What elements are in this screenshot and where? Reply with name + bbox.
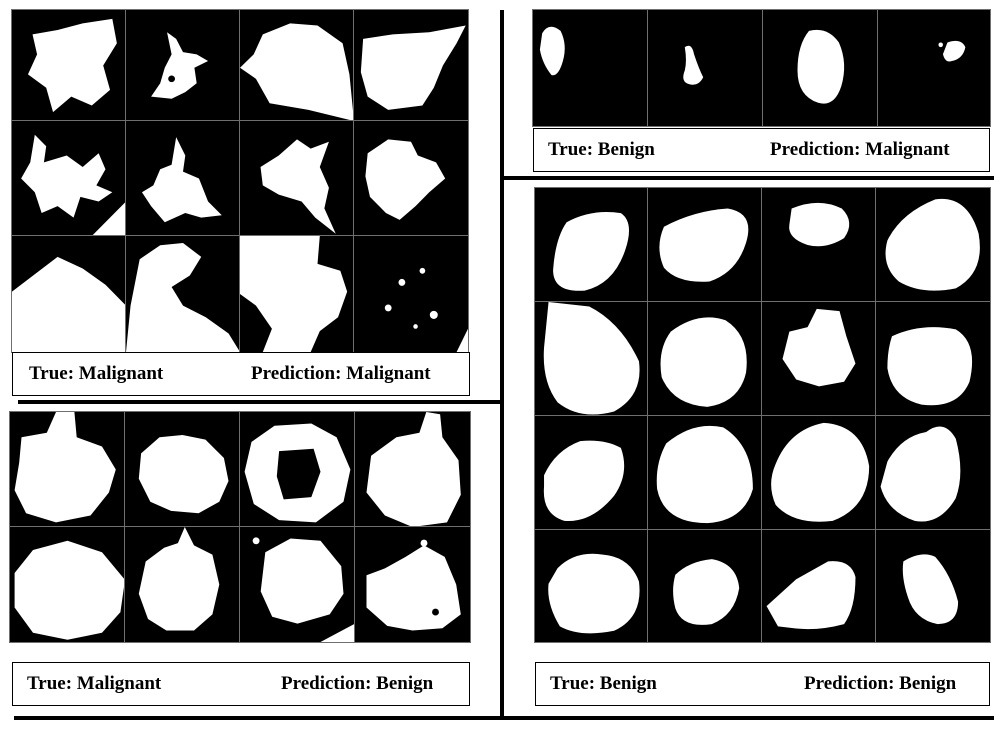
lesion-mask-tile	[534, 187, 649, 303]
lesion-mask-tile	[761, 301, 877, 417]
lesion-mask-tile	[875, 301, 991, 417]
lesion-mask-tile	[761, 415, 877, 531]
bottom-divider	[14, 716, 994, 720]
lesion-mask-tile	[11, 235, 127, 353]
lesion-mask-tile	[647, 529, 763, 643]
lesion-mask-tile	[353, 120, 469, 237]
lesion-mask-tile	[239, 9, 355, 122]
lesion-mask-tile	[762, 9, 879, 127]
lesion-mask-tile	[875, 529, 991, 643]
lesion-mask-tile	[761, 529, 877, 643]
lesion-mask-tile	[647, 415, 763, 531]
prediction-label: Prediction: Benign	[804, 673, 957, 694]
lesion-mask-tile	[239, 235, 355, 353]
lesion-mask-tile	[647, 187, 763, 303]
true-label: True: Malignant	[29, 363, 164, 384]
lesion-mask-tile	[761, 187, 877, 303]
true-label: True: Benign	[548, 139, 655, 160]
true-label: True: Malignant	[27, 673, 162, 694]
lesion-mask-tile	[125, 9, 241, 122]
lesion-mask-tile	[647, 301, 763, 417]
lesion-mask-tile	[877, 9, 991, 127]
prediction-label: Prediction: Malignant	[770, 139, 950, 160]
lesion-mask-tile	[11, 9, 127, 122]
lesion-mask-tile	[647, 9, 764, 127]
lesion-mask-tile	[124, 411, 241, 528]
label-box: True: Benign Prediction: Malignant	[533, 128, 990, 172]
lesion-mask-tile	[534, 529, 649, 643]
horizontal-divider-left	[18, 400, 502, 404]
lesion-mask-tile	[239, 411, 356, 528]
lesion-mask-tile	[239, 120, 355, 237]
lesion-mask-tile	[9, 526, 126, 643]
lesion-mask-tile	[353, 9, 469, 122]
lesion-mask-tile	[11, 120, 127, 237]
horizontal-divider-right	[502, 176, 994, 180]
lesion-mask-tile	[534, 415, 649, 531]
label-box: True: Malignant Prediction: Benign	[12, 662, 470, 706]
lesion-mask-tile	[125, 235, 241, 353]
lesion-mask-tile	[354, 526, 471, 643]
true-label: True: Benign	[550, 673, 657, 694]
vertical-divider	[500, 10, 504, 716]
lesion-mask-tile	[125, 120, 241, 237]
prediction-label: Prediction: Benign	[281, 673, 434, 694]
lesion-mask-tile	[124, 526, 241, 643]
label-box: True: Benign Prediction: Benign	[535, 662, 990, 706]
lesion-mask-tile	[875, 187, 991, 303]
lesion-mask-tile	[532, 9, 649, 127]
lesion-mask-tile	[875, 415, 991, 531]
lesion-mask-tile	[534, 301, 649, 417]
lesion-mask-tile	[353, 235, 469, 353]
lesion-mask-tile	[354, 411, 471, 528]
lesion-mask-tile	[239, 526, 356, 643]
label-box: True: Malignant Prediction: Malignant	[12, 352, 470, 396]
lesion-mask-tile	[9, 411, 126, 528]
prediction-label: Prediction: Malignant	[251, 363, 431, 384]
